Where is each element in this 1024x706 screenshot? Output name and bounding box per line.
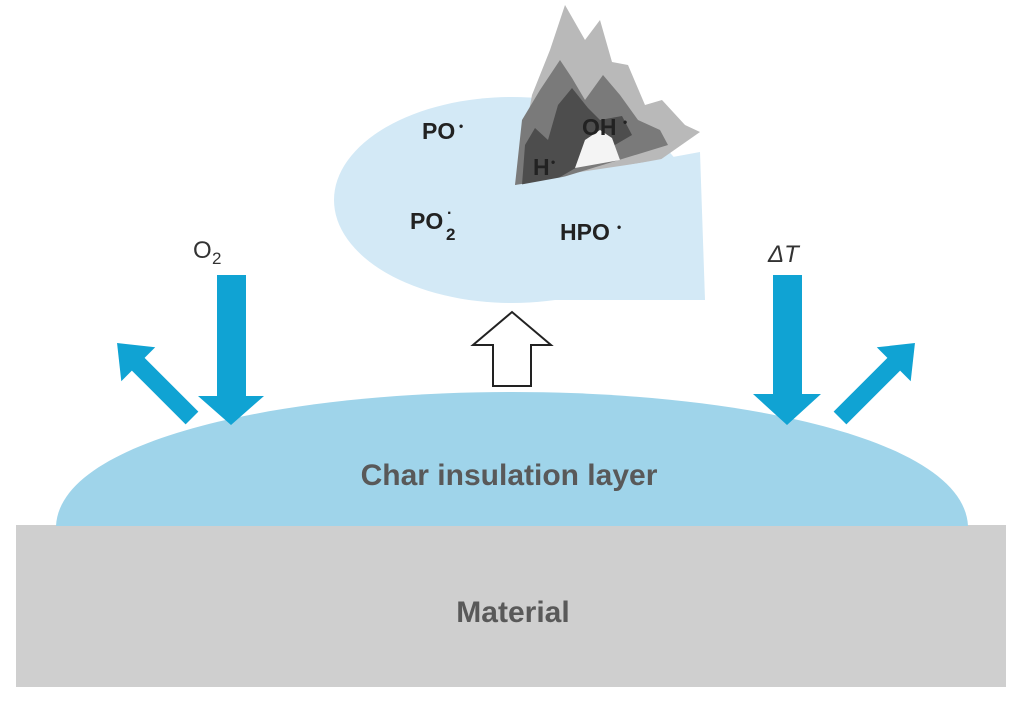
material-slab xyxy=(16,525,1006,687)
oxygen-down-arrow-icon xyxy=(198,275,264,425)
svg-text:PO: PO xyxy=(410,208,443,234)
material-label: Material xyxy=(456,596,569,629)
radical-hpo: HPO • xyxy=(560,219,621,245)
svg-text:HPO: HPO xyxy=(560,219,610,245)
svg-text:2: 2 xyxy=(446,225,455,244)
svg-text:•: • xyxy=(459,119,463,133)
right-deflect-arrow-icon xyxy=(833,343,915,425)
svg-text:·: · xyxy=(447,205,452,222)
heat-label: ΔT xyxy=(767,241,801,268)
oxygen-label: O 2 xyxy=(193,237,221,268)
radical-po: PO • xyxy=(422,118,463,144)
gas-release-arrow-icon xyxy=(470,310,554,387)
radical-h: H • xyxy=(533,154,555,180)
svg-text:•: • xyxy=(617,220,621,234)
svg-text:O: O xyxy=(193,237,212,264)
char-insulation-layer xyxy=(56,392,968,526)
heat-down-arrow-icon xyxy=(753,275,821,425)
radical-po2: PO 2 · xyxy=(410,205,455,244)
svg-text:2: 2 xyxy=(212,249,221,268)
radical-oh: OH • xyxy=(582,114,627,140)
svg-text:•: • xyxy=(551,155,555,169)
svg-text:OH: OH xyxy=(582,114,617,140)
svg-text:•: • xyxy=(623,115,627,129)
svg-text:H: H xyxy=(533,154,550,180)
svg-text:PO: PO xyxy=(422,118,455,144)
char-layer-label: Char insulation layer xyxy=(361,459,658,492)
left-deflect-arrow-icon xyxy=(117,343,199,425)
flame-icon xyxy=(513,5,705,300)
